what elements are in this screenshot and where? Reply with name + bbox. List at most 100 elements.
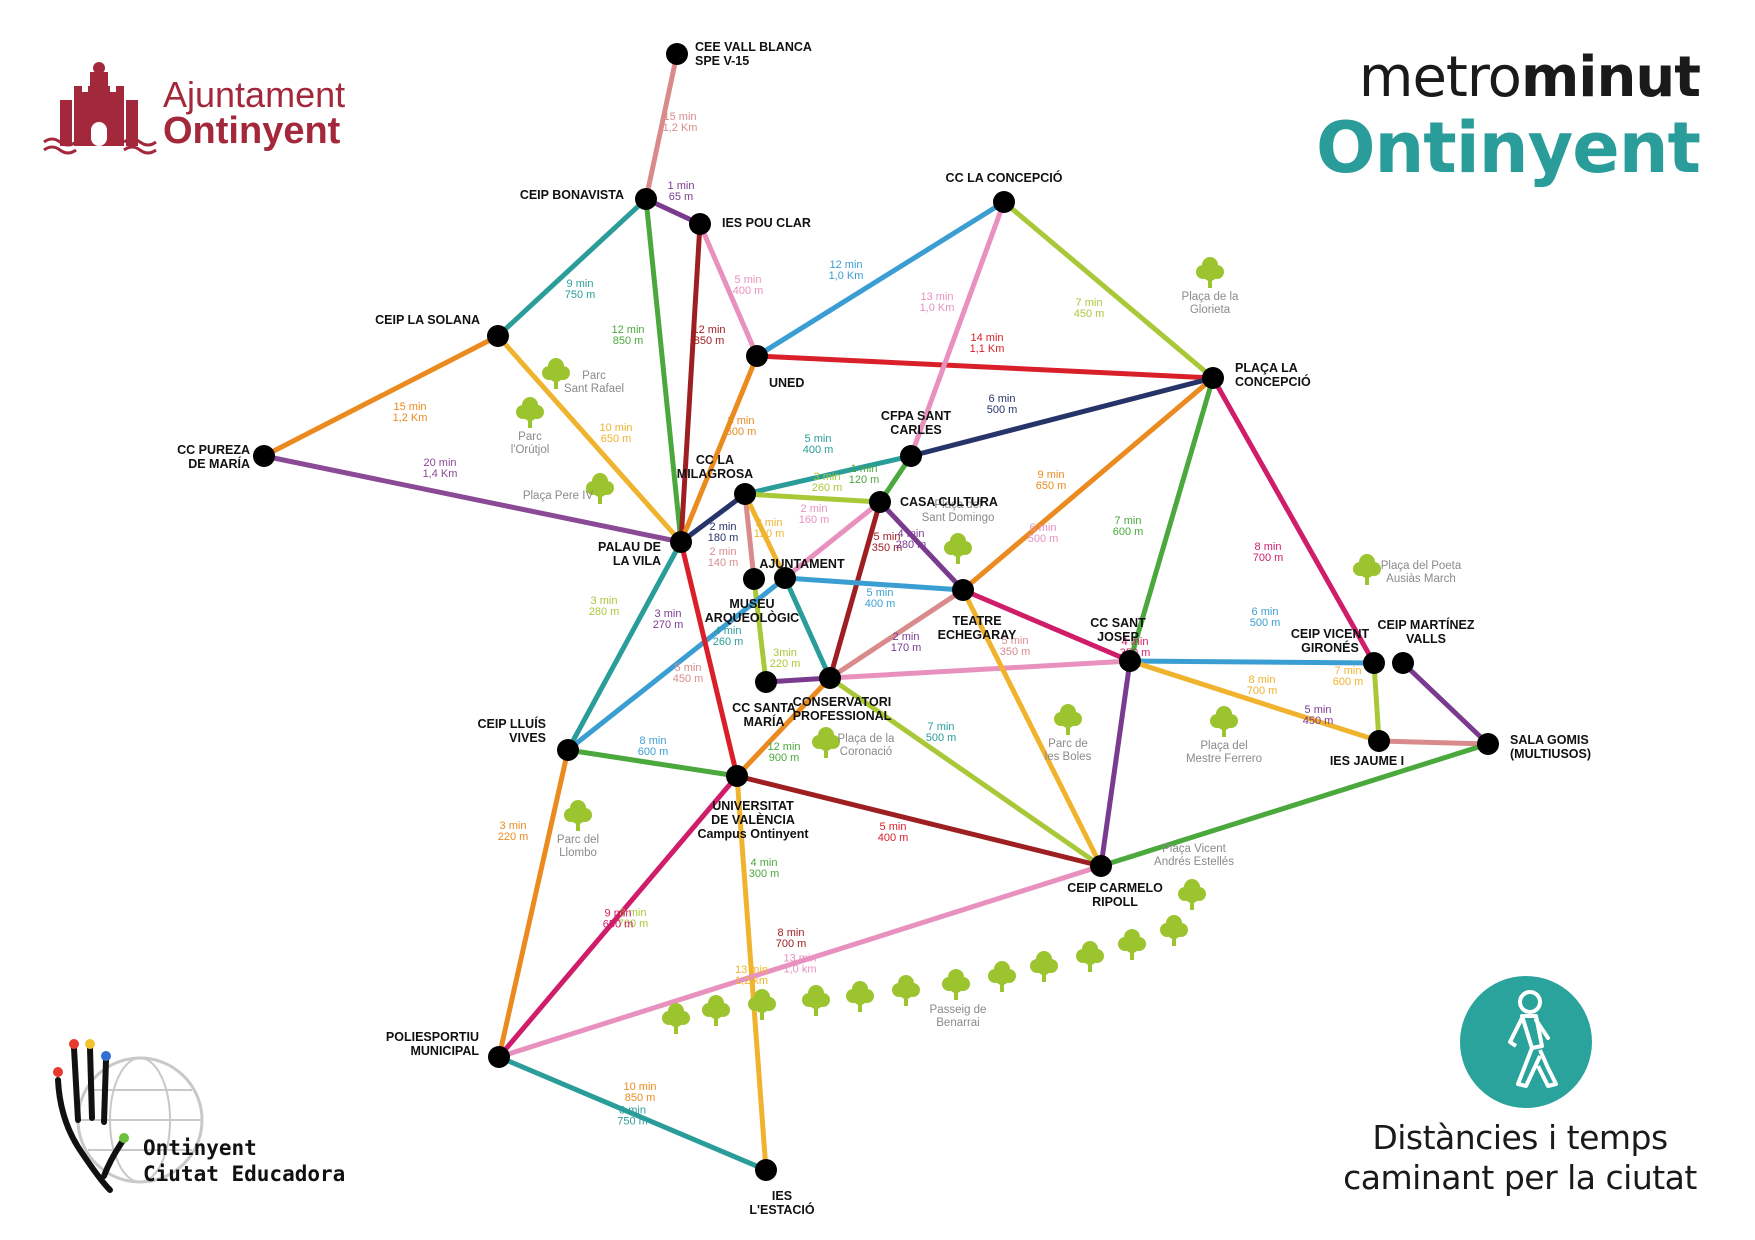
segment-time-label: 2 min xyxy=(710,521,737,533)
station-dot[interactable] xyxy=(557,739,579,761)
station-label: CEE VALL BLANCA xyxy=(695,40,812,54)
segment-distance-label: 1,2 km xyxy=(735,975,768,987)
segment-time-label: 6 min xyxy=(1030,522,1057,534)
station-label: ARQUEOLÒGIC xyxy=(705,610,799,625)
station-casa_cultura[interactable]: CASA CULTURA xyxy=(869,491,998,513)
station-label: CONSERVATORI xyxy=(793,695,891,709)
station-label: PLAÇA LA xyxy=(1235,361,1298,375)
station-cc_concepcio[interactable]: CC LA CONCEPCIÓ xyxy=(946,170,1063,213)
station-dot[interactable] xyxy=(1202,367,1224,389)
station-dot[interactable] xyxy=(743,568,765,590)
segment-time-label: 4 min xyxy=(898,528,925,540)
station-dot[interactable] xyxy=(1363,652,1385,674)
station-dot[interactable] xyxy=(1368,730,1390,752)
route-universitat-poliesportiu xyxy=(496,773,740,1060)
station-solana[interactable]: CEIP LA SOLANA xyxy=(375,313,509,347)
station-dot[interactable] xyxy=(993,191,1015,213)
station-sala_gomis[interactable]: SALA GOMIS(MULTIUSOS) xyxy=(1477,733,1591,761)
tree-icon xyxy=(1054,704,1082,735)
segment-distance-label: 650 m xyxy=(603,919,634,931)
station-dot[interactable] xyxy=(755,671,777,693)
station-label: CFPA SANT xyxy=(881,409,952,423)
tree-icon xyxy=(1353,554,1381,585)
station-dot[interactable] xyxy=(755,1159,777,1181)
park-label: Coronació xyxy=(840,746,892,758)
station-label: CEIP BONAVISTA xyxy=(520,188,624,202)
segment-distance-label: 350 m xyxy=(872,542,903,554)
park-label: Plaça Vicent xyxy=(1162,843,1227,855)
segment-time-label: 5 min xyxy=(880,821,907,833)
segment-distance-label: 700 m xyxy=(776,938,807,950)
segment-time-label: 10 min xyxy=(599,422,632,434)
station-label: IES JAUME I xyxy=(1330,754,1404,768)
station-label: VIVES xyxy=(509,731,546,745)
segment-distance-label: 450 m xyxy=(1303,715,1334,727)
station-uned[interactable]: UNED xyxy=(746,345,804,390)
segment-distance-label: 650 m xyxy=(1036,480,1067,492)
station-label: MUSEU xyxy=(729,597,774,611)
station-dot[interactable] xyxy=(726,765,748,787)
segment-time-label: 8 min xyxy=(640,735,667,747)
station-dot[interactable] xyxy=(734,483,756,505)
station-dot[interactable] xyxy=(635,188,657,210)
station-dot[interactable] xyxy=(746,345,768,367)
route-universitat-estacio xyxy=(734,773,769,1173)
station-dot[interactable] xyxy=(487,325,509,347)
route-uned-cc_concepcio xyxy=(754,199,1007,359)
segment-time-label: 2 min xyxy=(893,631,920,643)
segment-distance-label: 600 m xyxy=(1113,526,1144,538)
station-dot[interactable] xyxy=(253,445,275,467)
station-dot[interactable] xyxy=(1119,650,1141,672)
route-uned-palau xyxy=(678,353,760,545)
station-bonavista[interactable]: CEIP BONAVISTA xyxy=(520,188,657,210)
station-dot[interactable] xyxy=(819,667,841,689)
station-dot[interactable] xyxy=(900,445,922,467)
station-dot[interactable] xyxy=(488,1046,510,1068)
station-label: MARÍA xyxy=(744,714,785,729)
station-pou_clar[interactable]: IES POU CLAR xyxy=(689,213,811,235)
park-label: Andrés Estellés xyxy=(1154,856,1234,868)
segment-time-label: 5 min xyxy=(1002,635,1029,647)
station-label: AJUNTAMENT xyxy=(759,557,845,571)
station-dot[interactable] xyxy=(952,579,974,601)
segment-distance-label: 500 m xyxy=(926,732,957,744)
station-ajuntament[interactable]: AJUNTAMENT xyxy=(759,557,845,589)
station-dot[interactable] xyxy=(869,491,891,513)
segment-distance-label: 280 m xyxy=(589,606,620,618)
tree-icon xyxy=(1076,941,1104,972)
tree-icon xyxy=(1178,879,1206,910)
station-jaume_i[interactable]: IES JAUME I xyxy=(1330,730,1404,768)
station-dot[interactable] xyxy=(774,567,796,589)
station-label: CEIP VICENT xyxy=(1291,627,1370,641)
station-dot[interactable] xyxy=(1090,855,1112,877)
station-dot[interactable] xyxy=(1392,652,1414,674)
tree-icon xyxy=(516,397,544,428)
segment-distance-label: 1,1 Km xyxy=(970,343,1005,355)
segment-distance-label: 850 m xyxy=(694,335,725,347)
edu-city-line2: Ciutat Educadora xyxy=(143,1162,346,1186)
station-dot[interactable] xyxy=(1477,733,1499,755)
station-dot[interactable] xyxy=(670,531,692,553)
station-label: DE MARÍA xyxy=(188,456,250,471)
station-dot[interactable] xyxy=(666,43,688,65)
station-label: UNIVERSITAT xyxy=(712,799,794,813)
station-dot[interactable] xyxy=(689,213,711,235)
